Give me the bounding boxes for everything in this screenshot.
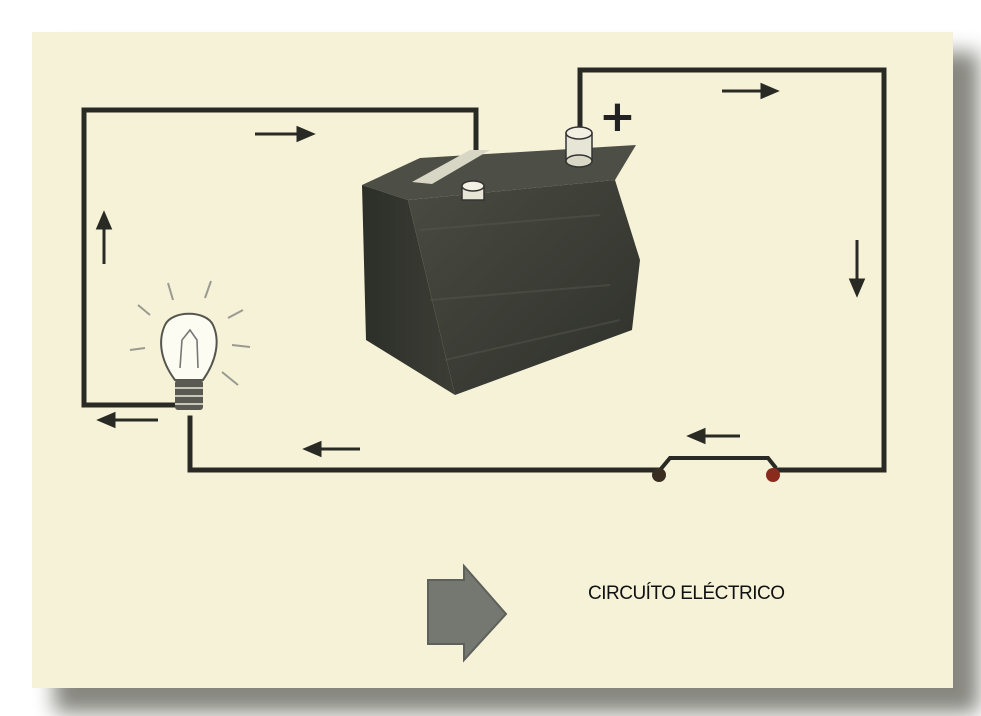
- arrow-bottom-left: [302, 440, 360, 458]
- bulb-glass: [160, 312, 218, 381]
- switch: [652, 456, 780, 482]
- switch-contact-left: [652, 468, 666, 482]
- negative-terminal: [461, 180, 485, 201]
- plus-sign: +: [599, 91, 636, 142]
- wire-positive: [577, 67, 887, 473]
- positive-terminal: [565, 126, 593, 168]
- arrow-left-up: [95, 210, 113, 264]
- wire-bottom: [187, 415, 663, 473]
- switch-contact-right: [766, 468, 780, 482]
- light-rays: [129, 280, 251, 386]
- battery-front: [362, 185, 455, 395]
- arrow-top-left-right: [255, 125, 316, 143]
- wires: [81, 67, 887, 473]
- arrow-top-right-right: [722, 82, 780, 100]
- battery: [362, 126, 640, 395]
- arrow-right-down: [848, 240, 866, 298]
- current-arrows: [95, 82, 866, 458]
- wire-negative: [81, 107, 479, 408]
- battery-side: [408, 180, 640, 395]
- right-arrow-icon[interactable]: [427, 563, 508, 663]
- diagram-caption: CIRCUÍTO ELÉCTRICO: [588, 583, 785, 604]
- arrow-switch-left: [686, 427, 740, 445]
- arrow-bulb-left: [96, 411, 158, 429]
- light-bulb: [129, 280, 251, 410]
